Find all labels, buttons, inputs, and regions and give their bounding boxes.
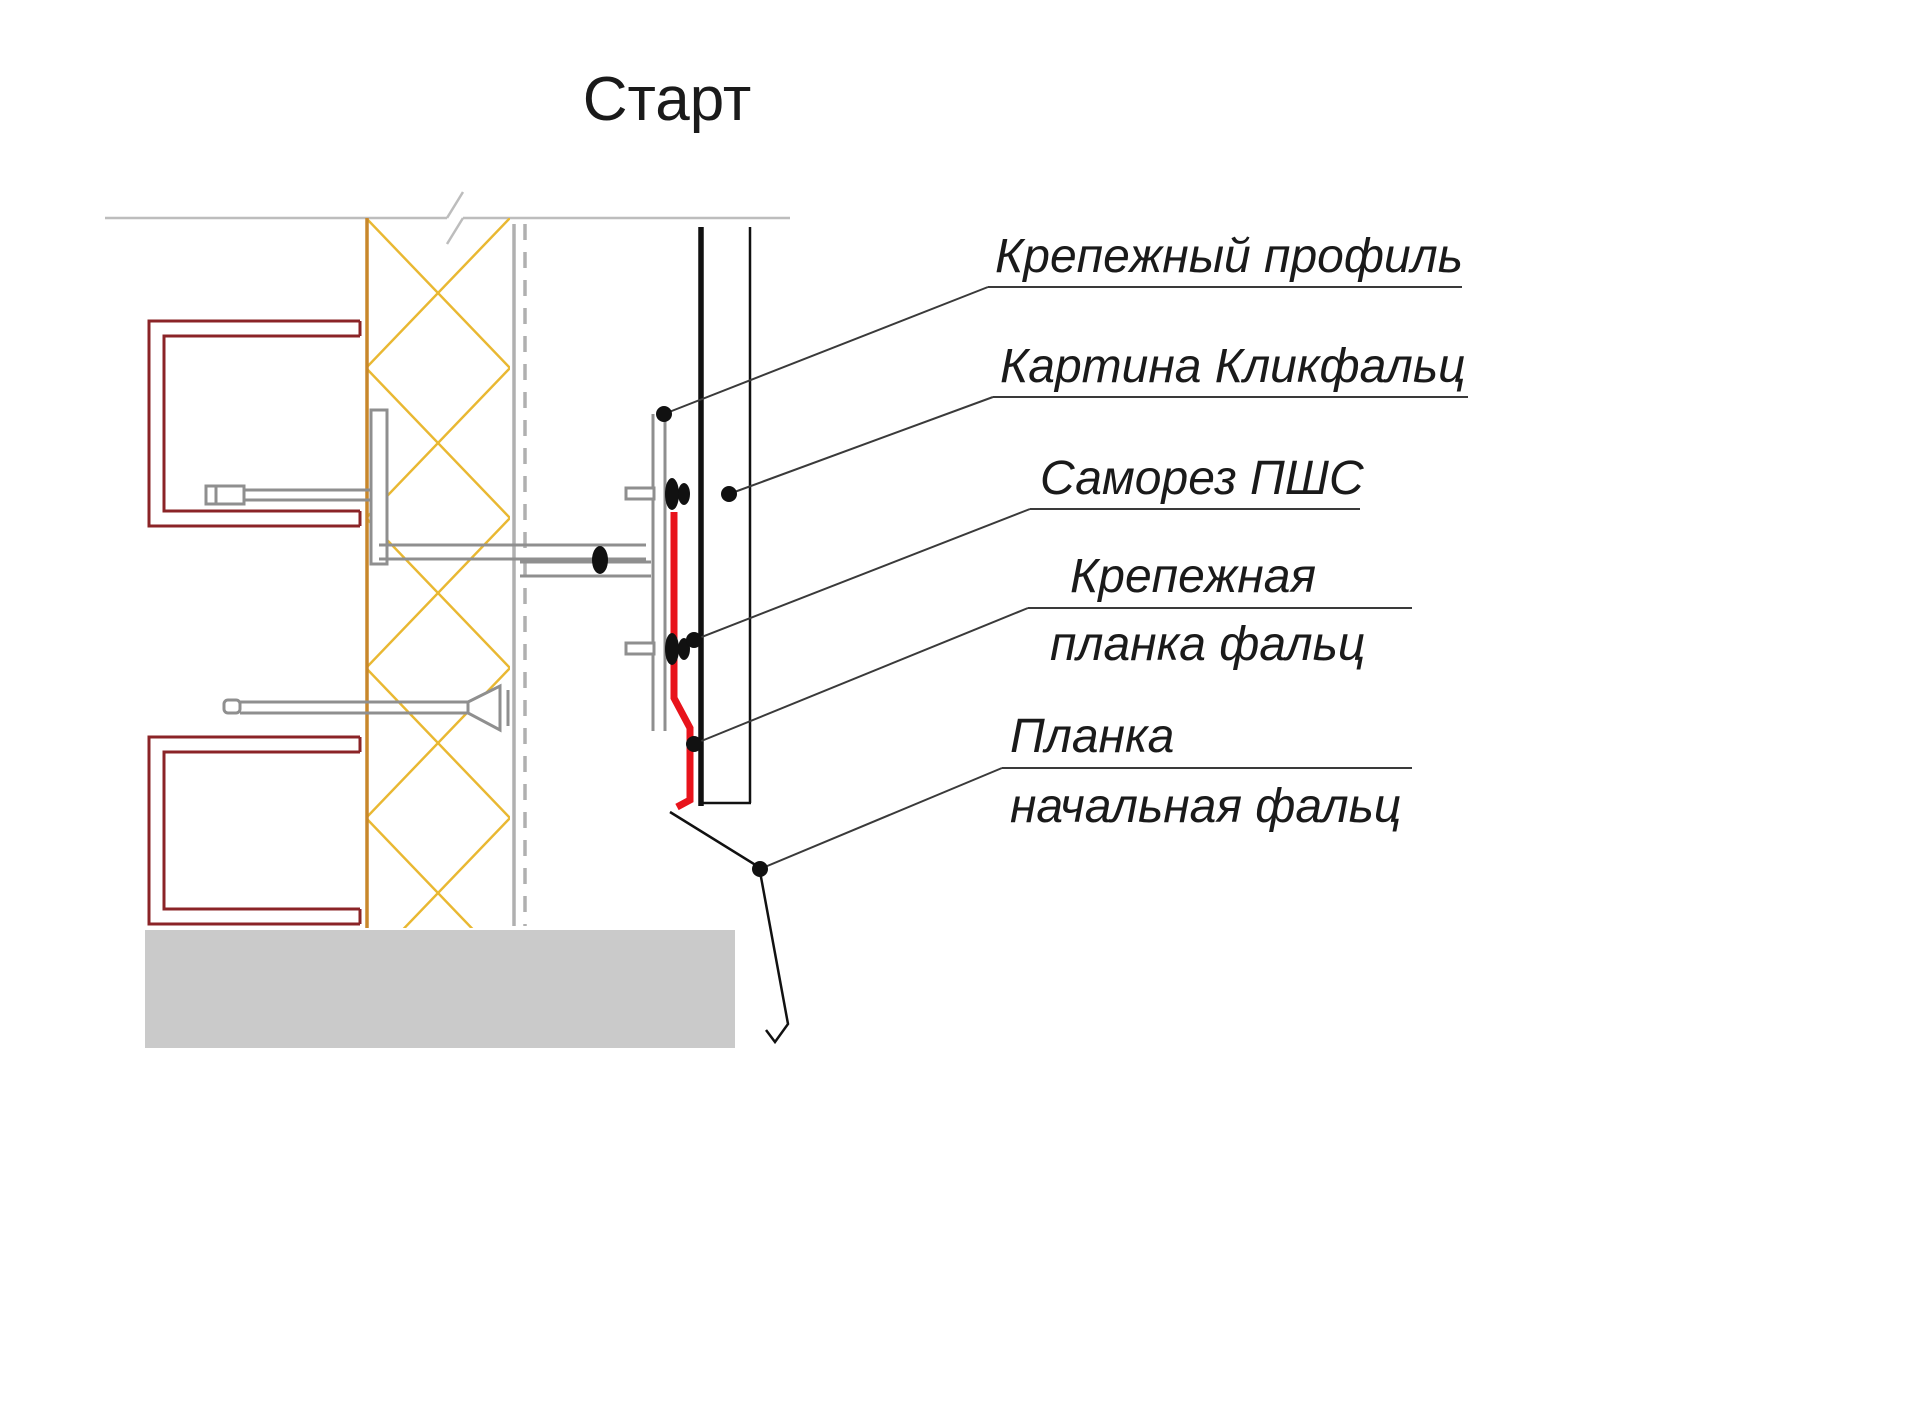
- callout-mounting-strip-dot: [686, 736, 702, 752]
- diagram-title: Старт: [583, 65, 751, 134]
- callout-mounting-profile-label: Крепежный профиль: [995, 230, 1463, 283]
- callout-mounting-profile-dot: [656, 406, 672, 422]
- insulation-anchor: [222, 683, 510, 733]
- anchor-bolt: [204, 476, 380, 514]
- insulation-hatch: [366, 218, 510, 928]
- callout-starting-strip-label-line1: Планка: [1010, 710, 1174, 763]
- callout-clickfalz-sheet-label: Картина Кликфальц: [1000, 340, 1466, 393]
- callout-mounting-strip: Крепежная планка фальц: [686, 550, 1412, 752]
- bracket-bolt: [592, 546, 608, 574]
- callout-mounting-profile: Крепежный профиль: [656, 230, 1463, 422]
- callout-mounting-strip-label-line2: планка фальц: [1050, 618, 1365, 671]
- self-tapping-screw-1: [624, 478, 690, 510]
- callout-clickfalz-sheet: Картина Кликфальц: [721, 340, 1468, 502]
- wall-bracket: [369, 408, 651, 578]
- insulation-layer: [365, 218, 510, 928]
- callout-mounting-strip-label-line1: Крепежная: [1070, 550, 1316, 603]
- callout-starting-strip-label-line2: начальная фальц: [1010, 780, 1401, 833]
- starting-strip: [669, 810, 790, 1045]
- callout-clickfalz-sheet-dot: [721, 486, 737, 502]
- mounting-profile: [651, 414, 667, 731]
- self-tapping-screw-2: [624, 633, 690, 665]
- callout-starting-strip-dot: [752, 861, 768, 877]
- bracket-extension-arm: [520, 560, 651, 578]
- bracket-plate: [369, 408, 389, 566]
- callout-starting-strip: Планка начальная фальц: [752, 710, 1412, 877]
- callout-self-tapping-screw: Саморез ПШС: [686, 452, 1364, 648]
- callout-self-tapping-screw-dot: [686, 632, 702, 648]
- clickfalz-panel: [698, 227, 752, 806]
- foundation-block: [145, 930, 735, 1048]
- callout-self-tapping-screw-label: Саморез ПШС: [1040, 452, 1364, 505]
- wall-studs: [147, 319, 362, 926]
